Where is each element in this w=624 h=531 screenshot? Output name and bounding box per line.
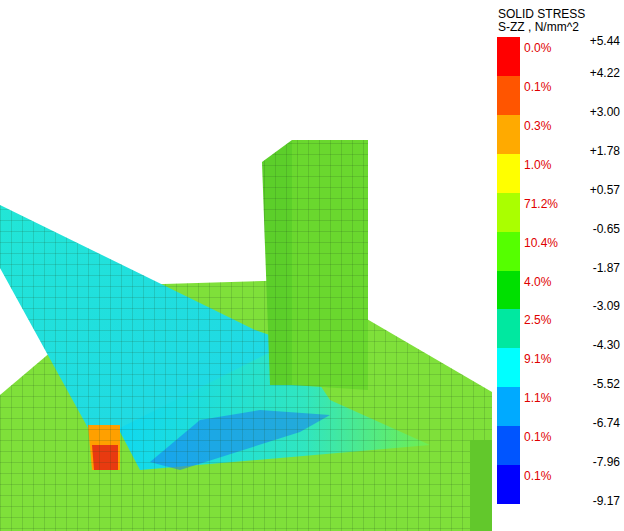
legend-percent: 1.0% [524, 159, 551, 172]
legend-swatch [497, 37, 520, 76]
legend-value: +3.00 [590, 106, 620, 119]
legend-percent: 9.1% [524, 353, 551, 366]
legend-value: -6.74 [593, 417, 620, 430]
legend-value: -7.96 [593, 456, 620, 469]
legend-value: +0.57 [590, 184, 620, 197]
legend-percent: 0.0% [524, 42, 551, 55]
legend-value: +1.78 [590, 145, 620, 158]
legend-unit: S-ZZ , N/mm^2 [498, 21, 579, 34]
legend-percent: 1.1% [524, 392, 551, 405]
legend-value: -5.52 [593, 378, 620, 391]
legend-value: -1.87 [593, 262, 620, 275]
legend-title: SOLID STRESS [498, 8, 585, 21]
legend-value: +5.44 [590, 35, 620, 48]
legend-percent: 0.1% [524, 431, 551, 444]
legend-swatch [497, 154, 520, 193]
legend-swatch [497, 426, 520, 465]
legend-value: -4.30 [593, 339, 620, 352]
legend-value: +4.22 [590, 67, 620, 80]
legend-swatch [497, 193, 520, 232]
legend-value: -9.17 [593, 495, 620, 508]
legend-swatch [497, 309, 520, 348]
legend-percent: 0.1% [524, 470, 551, 483]
legend-percent: 4.0% [524, 276, 551, 289]
legend-swatch [497, 232, 520, 271]
legend-percent: 2.5% [524, 314, 551, 327]
vertical-plate [262, 140, 368, 390]
legend-swatch [497, 387, 520, 426]
legend-swatch [497, 115, 520, 154]
legend-swatch [497, 271, 520, 310]
legend-swatch [497, 465, 520, 504]
legend-swatch [497, 348, 520, 387]
legend-percent: 71.2% [524, 198, 558, 211]
legend-percent: 10.4% [524, 237, 558, 250]
legend-value: -0.65 [593, 223, 620, 236]
legend-swatch [497, 76, 520, 115]
diagonal-strut [0, 205, 290, 470]
legend-percent: 0.3% [524, 120, 551, 133]
legend-percent: 0.1% [524, 81, 551, 94]
legend-value: -3.09 [593, 300, 620, 313]
